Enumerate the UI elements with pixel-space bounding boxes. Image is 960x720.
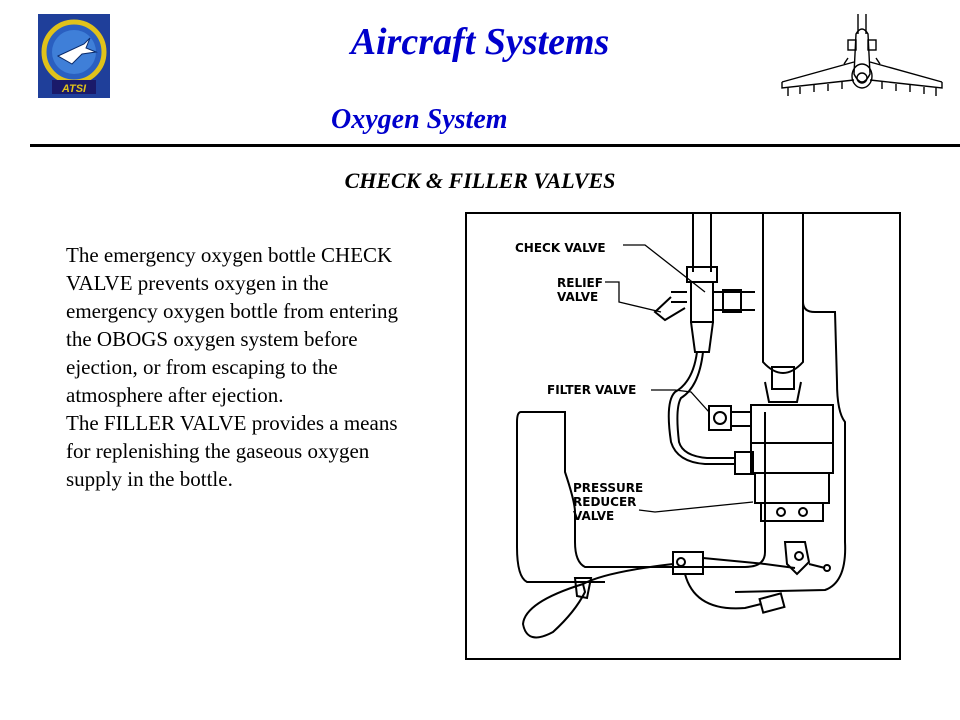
valve-diagram: CHECK VALVE RELIEF VALVE FILTER VALVE PR… bbox=[465, 212, 901, 660]
page-title: Aircraft Systems bbox=[350, 21, 610, 63]
logo-text: ATSI bbox=[61, 83, 87, 95]
label-pressure-reducer-line2: REDUCER bbox=[573, 495, 636, 509]
body-text: The emergency oxygen bottle CHECK VALVE … bbox=[66, 241, 422, 493]
label-pressure-reducer-line1: PRESSURE bbox=[573, 481, 643, 495]
paragraph-filler-valve: The FILLER VALVE provides a means for re… bbox=[66, 411, 398, 491]
label-pressure-reducer-line3: VALVE bbox=[573, 509, 614, 523]
aircraft-icon bbox=[781, 14, 943, 96]
label-relief-valve-line2: VALVE bbox=[557, 290, 598, 304]
atsi-logo: ATSI bbox=[38, 14, 110, 98]
label-relief-valve-line1: RELIEF bbox=[557, 276, 603, 290]
label-filter-valve: FILTER VALVE bbox=[547, 383, 636, 397]
page-subtitle: Oxygen System bbox=[331, 104, 508, 135]
section-title: CHECK & FILLER VALVES bbox=[344, 168, 616, 193]
paragraph-check-valve: The emergency oxygen bottle CHECK VALVE … bbox=[66, 243, 399, 407]
label-check-valve: CHECK VALVE bbox=[515, 241, 606, 255]
header-divider bbox=[30, 144, 960, 147]
